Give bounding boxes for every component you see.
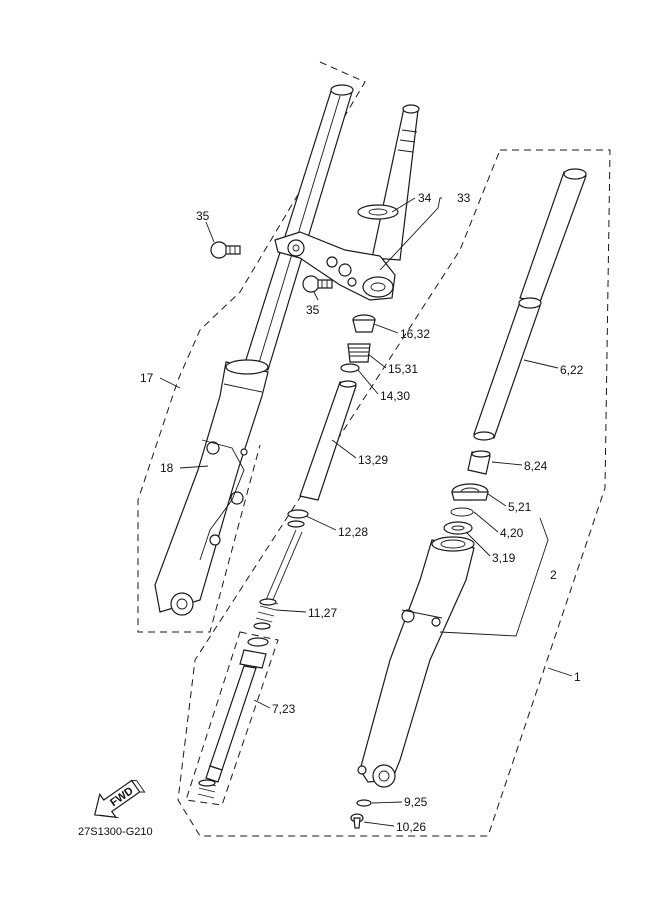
leader-6	[523, 359, 559, 369]
pinch-bolt-upper	[210, 241, 241, 259]
damper-group-outline	[185, 631, 279, 806]
label-4-20: 4,20	[500, 526, 524, 540]
label-33: 33	[457, 191, 471, 205]
leader-34	[391, 197, 416, 213]
left-outer-tube	[154, 359, 269, 616]
leader-12	[305, 515, 337, 531]
rebound-spring	[253, 598, 279, 630]
label-9-25: 9,25	[404, 795, 428, 809]
damper-spring	[197, 779, 217, 799]
leader-14	[357, 369, 379, 395]
label-12-28: 12,28	[338, 525, 368, 539]
fork-spring	[265, 529, 303, 603]
leader-7	[253, 699, 271, 709]
leader-11	[275, 609, 307, 613]
leader-18	[179, 465, 209, 469]
label-15-31: 15,31	[388, 362, 418, 376]
oil-seal	[451, 483, 489, 501]
label-3-19: 3,19	[492, 551, 516, 565]
fork-spring-spacer	[299, 380, 357, 501]
label-7-23: 7,23	[272, 702, 296, 716]
leader-16	[373, 323, 399, 334]
leader-4	[473, 511, 499, 533]
leader-35a	[205, 221, 215, 243]
fwd-arrow-icon: FWD	[93, 779, 146, 819]
label-10-26: 10,26	[396, 820, 426, 834]
label-34: 34	[418, 191, 432, 205]
label-5-21: 5,21	[508, 500, 532, 514]
spring-seat	[287, 509, 309, 528]
steering-stem	[371, 104, 420, 261]
label-14-30: 14,30	[380, 389, 410, 403]
label-11-27: 11,27	[308, 606, 337, 620]
drain-bolt	[350, 813, 364, 829]
label-17: 17	[140, 371, 154, 385]
label-1: 1	[574, 670, 581, 684]
label-35-upper: 35	[196, 209, 210, 223]
leader-13	[331, 439, 357, 459]
spacer-washer	[340, 363, 360, 373]
leader-17	[159, 377, 181, 389]
leader-1	[547, 667, 573, 677]
leader-2	[439, 517, 549, 637]
leader-9	[371, 801, 403, 804]
label-2: 2	[550, 568, 557, 582]
leader-8	[491, 461, 523, 466]
o-ring	[347, 343, 371, 363]
leader-10	[363, 821, 395, 827]
pinch-bolt-lower	[302, 275, 333, 293]
label-13-29: 13,29	[358, 453, 388, 467]
leader-33	[379, 197, 442, 271]
label-35-lower: 35	[306, 303, 320, 317]
leader-15	[367, 353, 387, 369]
right-outer-tube	[357, 536, 475, 788]
under-bracket	[274, 231, 396, 301]
slide-metal	[467, 450, 491, 475]
left-inner-tube	[243, 84, 354, 371]
dust-seal	[443, 521, 473, 535]
damper-rod	[205, 637, 269, 783]
leader-5	[487, 493, 507, 507]
label-18: 18	[160, 461, 174, 475]
drawing-code: 27S1300-G210	[78, 826, 153, 838]
label-8-24: 8,24	[524, 459, 548, 473]
label-6-22: 6,22	[560, 363, 584, 377]
cap-bolt	[352, 314, 376, 333]
leader-35b	[313, 291, 319, 301]
upper-bearing-race	[357, 204, 399, 220]
label-16-32: 16,32	[400, 327, 430, 341]
drain-washer	[356, 799, 372, 807]
leader-3	[465, 531, 491, 557]
retaining-clip	[450, 507, 474, 517]
right-inner-tube	[473, 168, 587, 441]
left-fork-group-outline	[137, 61, 366, 633]
